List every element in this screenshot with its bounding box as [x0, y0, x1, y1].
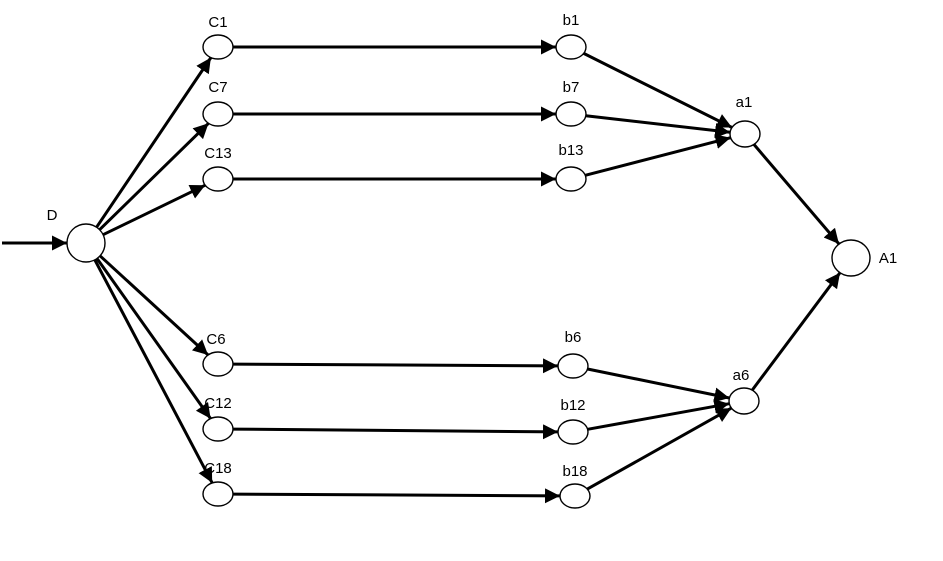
node-b18	[559, 483, 591, 509]
edge-d-to-c18	[93, 259, 214, 484]
node-label-c18: C18	[204, 460, 232, 477]
edge-d-to-c1	[95, 56, 213, 229]
node-c6	[202, 351, 234, 377]
edge-c6-to-b6	[232, 358, 559, 374]
node-c7	[202, 101, 234, 127]
node-b12	[557, 419, 589, 445]
node-a6	[728, 387, 760, 415]
edges-layer	[2, 39, 842, 504]
node-label-c7: C7	[208, 79, 227, 96]
edge-b12-to-a6	[587, 398, 730, 431]
node-label-b18: b18	[562, 463, 587, 480]
edge-a1-to-a1	[752, 143, 841, 245]
node-b13	[555, 166, 587, 192]
edge-d-to-c6	[98, 254, 210, 357]
edge-b7-to-a1	[585, 114, 731, 139]
edge-d-to-c7	[98, 122, 210, 231]
edge-c12-to-b12	[232, 424, 559, 440]
node-b6	[557, 353, 589, 379]
node-label-b7: b7	[563, 79, 580, 96]
edge-b6-to-a6	[587, 367, 730, 403]
node-label-b12: b12	[560, 397, 585, 414]
node-a1	[831, 239, 871, 277]
edge-b1-to-a1	[583, 52, 733, 129]
edge-d-to-c13	[102, 183, 206, 237]
edge-d-to-c12	[95, 257, 212, 420]
node-label-a1: a1	[736, 94, 753, 111]
node-label-b1: b1	[563, 12, 580, 29]
node-label-c13: C13	[204, 145, 232, 162]
node-d	[66, 223, 106, 263]
node-label-c6: C6	[206, 331, 225, 348]
edge-b13-to-a1	[584, 134, 731, 177]
node-c12	[202, 416, 234, 442]
node-label-b13: b13	[558, 142, 583, 159]
node-c18	[202, 481, 234, 507]
node-b1	[555, 34, 587, 60]
node-label-d: D	[47, 207, 58, 224]
node-label-b6: b6	[565, 329, 582, 346]
node-label-a6: a6	[733, 367, 750, 384]
node-label-c1: C1	[208, 14, 227, 31]
node-label-a1: A1	[879, 250, 897, 267]
node-c1	[202, 34, 234, 60]
node-b7	[555, 101, 587, 127]
edge-a6-to-a1	[750, 271, 842, 391]
edge-c18-to-b18	[232, 488, 561, 504]
node-a1	[729, 120, 761, 148]
node-c13	[202, 166, 234, 192]
node-label-c12: C12	[204, 395, 232, 412]
edge-b18-to-a6	[586, 406, 733, 491]
